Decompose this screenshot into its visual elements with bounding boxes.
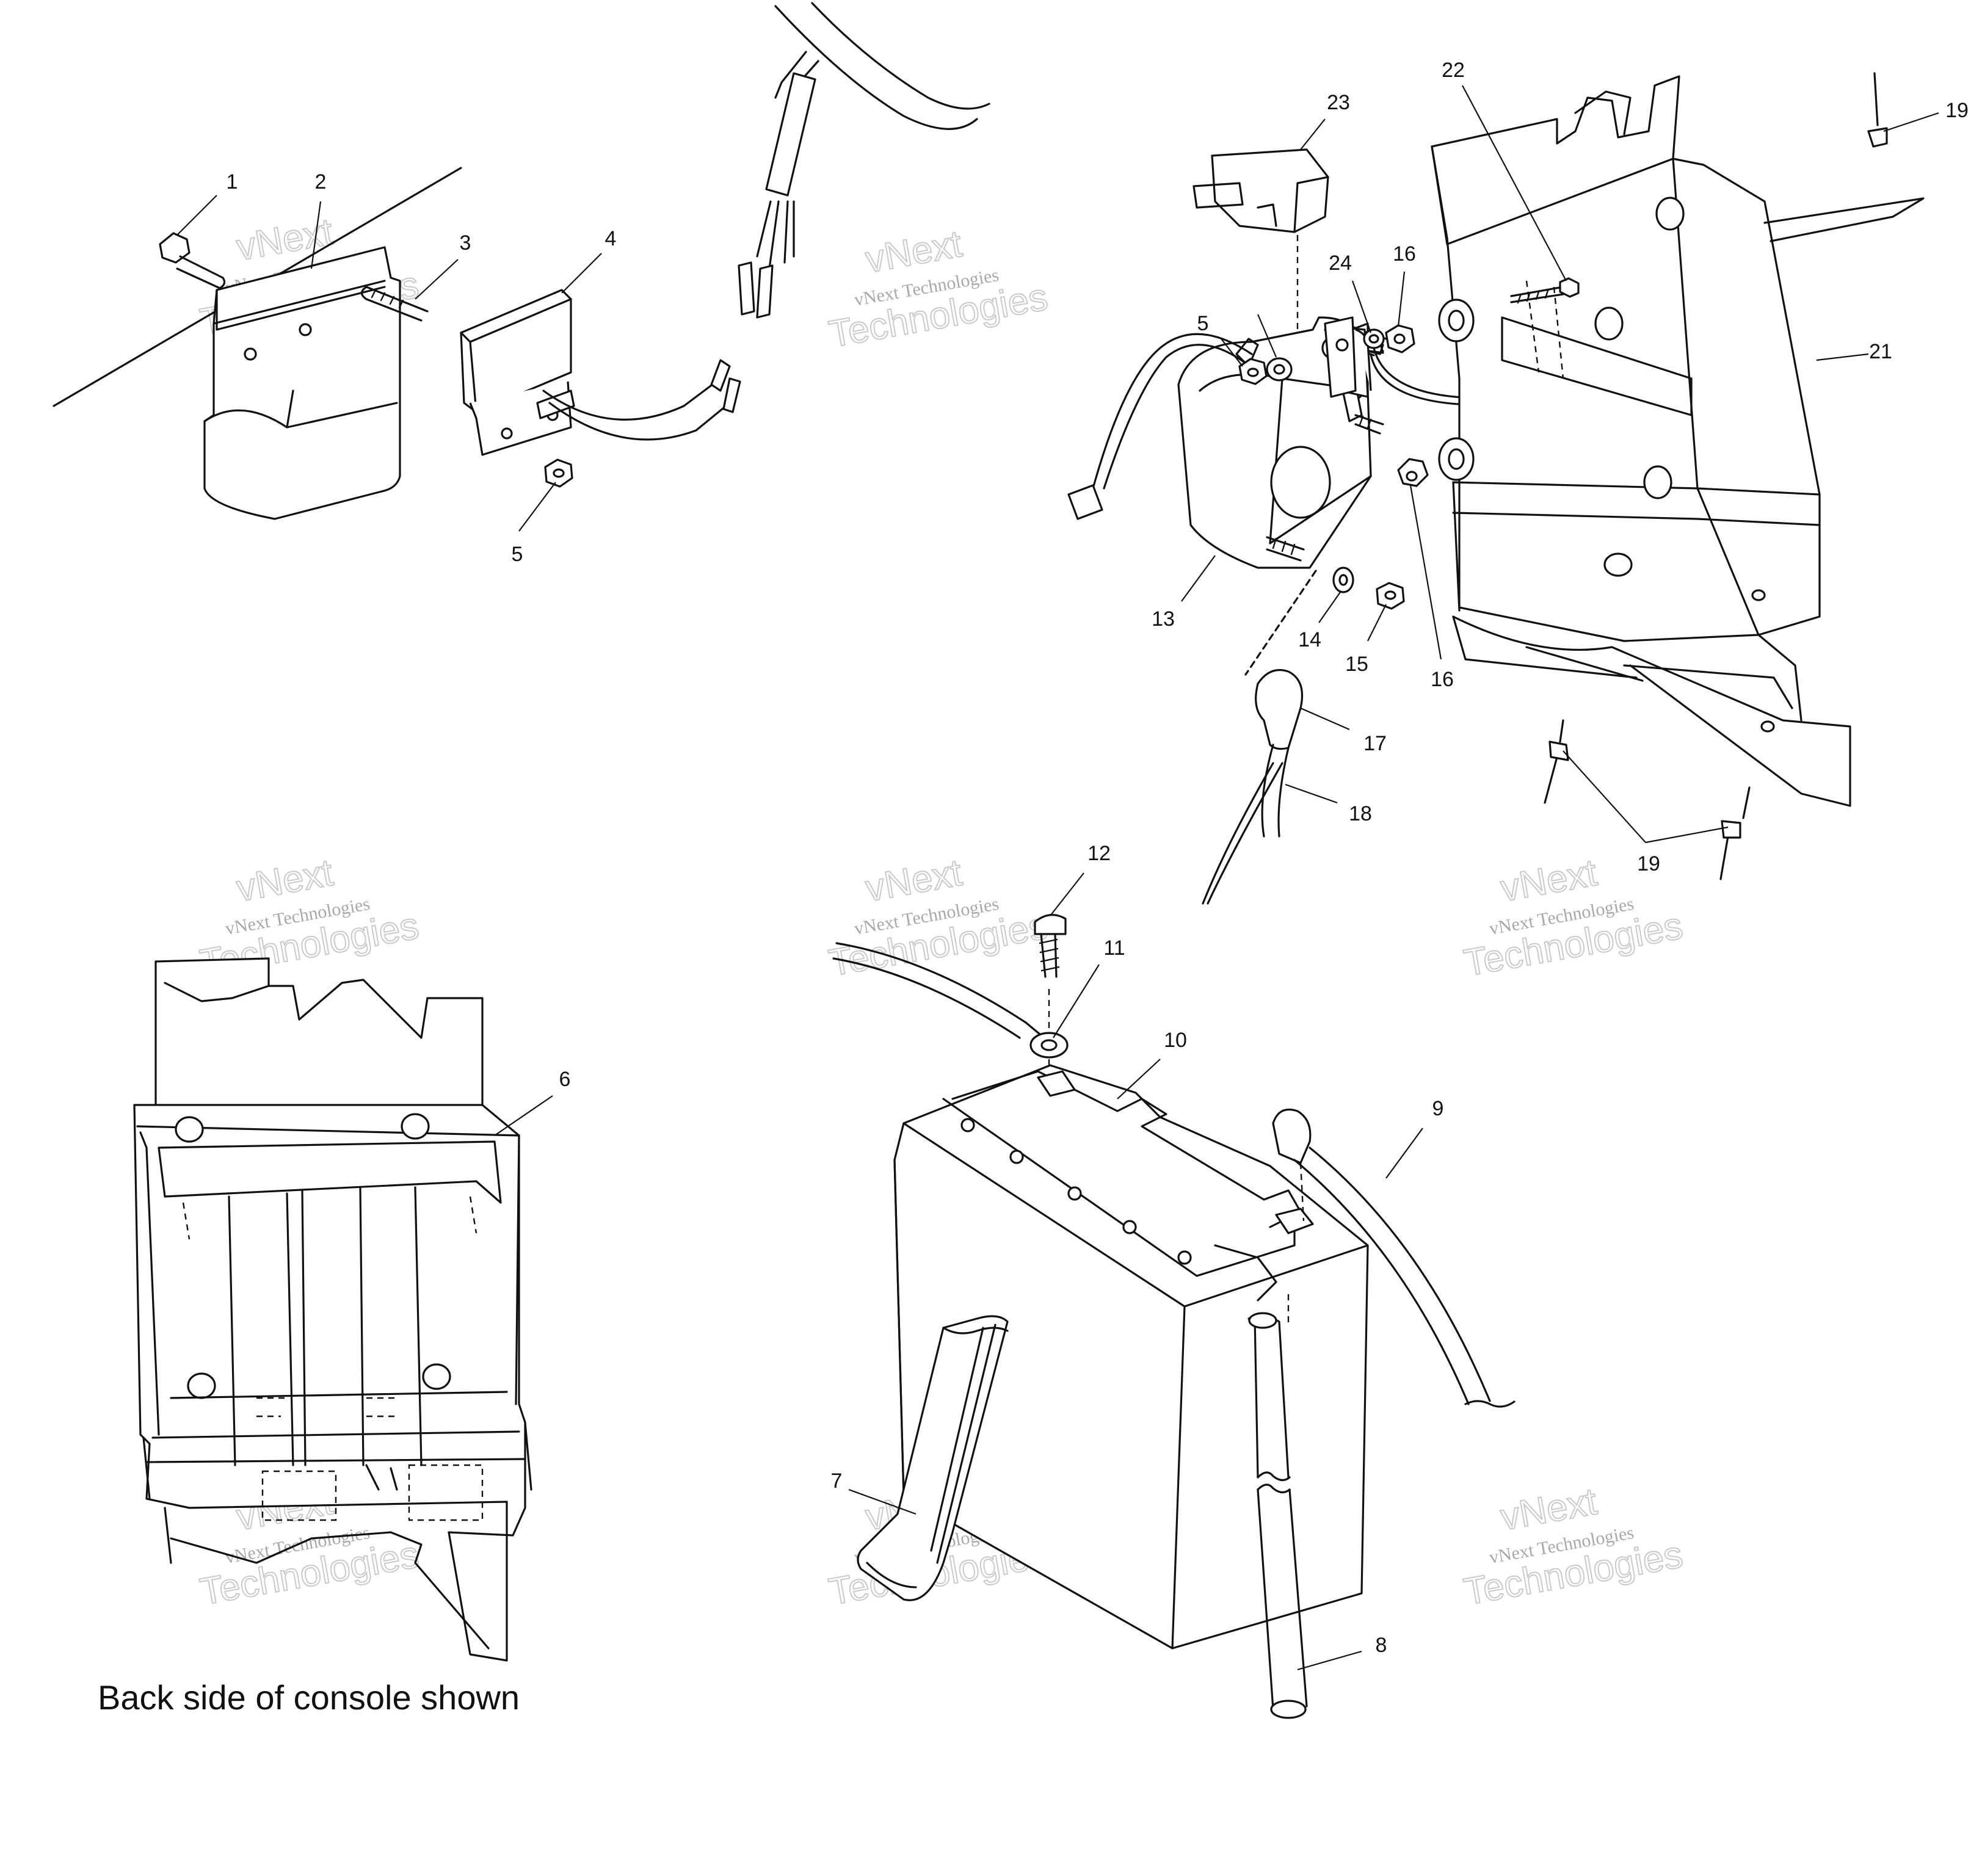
callout-17: 17 [1363, 732, 1387, 755]
callout-15: 15 [1345, 653, 1368, 676]
leader-4 [561, 253, 602, 294]
leader-21 [1462, 85, 1567, 281]
leader-22 [1300, 118, 1326, 150]
callout-11: 11 [1103, 936, 1125, 960]
watermark: vNext vNext Technologies Technologies [826, 222, 1051, 357]
callout-5a: 5 [512, 543, 523, 566]
callout-21: 22 [1442, 59, 1465, 82]
leader-3 [415, 259, 459, 300]
wire-harness [738, 2, 990, 319]
leader-9 [1385, 1128, 1423, 1179]
leader-13 [1181, 555, 1216, 602]
callout-4: 4 [605, 227, 617, 250]
leader-5b [1221, 338, 1243, 367]
nut [544, 458, 573, 488]
leader-12 [1050, 872, 1084, 916]
svg-text:vNext: vNext [233, 852, 336, 910]
callout-14: 14 [1298, 628, 1321, 651]
callout-2: 2 [315, 170, 327, 194]
vent-tube [1247, 1312, 1308, 1719]
callout-19b: 19 [1637, 852, 1660, 875]
svg-text:vNext: vNext [1497, 1480, 1600, 1538]
leader-19b-left [1563, 750, 1646, 843]
leader-8 [1297, 1650, 1362, 1671]
leader-7 [848, 1488, 917, 1515]
star-washer [1363, 328, 1385, 349]
leader-15 [1367, 604, 1387, 642]
assembly-path-cable [1287, 1162, 1305, 1325]
battery-strap [857, 1315, 1009, 1601]
rivet-lower-left [1544, 719, 1569, 804]
leader-20 [1816, 353, 1869, 361]
leader-16b [1409, 485, 1442, 660]
starter-solenoid [1177, 316, 1387, 569]
mounting-stud [360, 286, 429, 322]
callout-1: 1 [227, 170, 238, 194]
voltage-regulator [460, 289, 575, 456]
callout-10: 10 [1164, 1029, 1187, 1052]
terminal-boot [1244, 570, 1317, 750]
solenoid-group: 23 22 19 21 24 16 5 13 14 15 16 17 18 19 [1067, 59, 1969, 905]
caption: Back side of console shown [98, 1678, 520, 1717]
terminal-stud-lower [1266, 536, 1305, 562]
leader-14 [1318, 592, 1341, 623]
leader-2 [310, 201, 322, 269]
console-battery-holder: 6 [133, 957, 571, 1662]
callout-8: 8 [1376, 1634, 1387, 1657]
rivet-lower-right [1719, 786, 1751, 880]
battery [893, 1064, 1369, 1650]
leader-23 [1351, 280, 1372, 333]
svg-text:vNext: vNext [1497, 852, 1600, 910]
battery-box [1431, 75, 1925, 807]
positive-battery-cable [1272, 1108, 1516, 1408]
nut-small [1238, 358, 1268, 385]
battery-group: 12 11 10 9 7 8 [831, 842, 1516, 1719]
positive-cable [1202, 744, 1290, 905]
leader-24 [1257, 314, 1277, 358]
leader-16a [1397, 271, 1406, 327]
regulator-group: 1 2 3 4 5 [53, 2, 990, 566]
leader-17 [1300, 707, 1350, 731]
callout-16b: 16 [1431, 668, 1454, 691]
callout-22: 23 [1327, 91, 1350, 114]
screw-21 [1510, 277, 1580, 304]
leader-5a [518, 482, 556, 532]
callout-16a: 16 [1393, 242, 1416, 266]
callout-12: 12 [1087, 842, 1111, 865]
callout-7: 7 [831, 1469, 843, 1493]
callout-23: 24 [1329, 252, 1352, 275]
svg-text:vNext: vNext [862, 852, 965, 910]
solenoid-cover [1192, 148, 1329, 233]
nut-16-upper [1385, 324, 1415, 353]
rivet-top [1867, 72, 1888, 148]
leader-10 [1117, 1059, 1161, 1099]
bolt [159, 232, 226, 289]
callout-5b: 5 [1197, 312, 1209, 335]
battery-screw [1034, 914, 1067, 978]
callout-20: 21 [1869, 340, 1892, 363]
svg-text:vNext: vNext [233, 211, 336, 269]
regulator-wires [542, 359, 741, 441]
leader-19a [1883, 112, 1939, 132]
callout-18: 18 [1349, 802, 1372, 825]
leader-11 [1053, 964, 1100, 1038]
nut-16-lower [1397, 458, 1429, 487]
callout-19a: 19 [1945, 99, 1969, 122]
callout-9: 9 [1432, 1097, 1444, 1120]
callout-6: 6 [559, 1068, 571, 1091]
leader-19b-right [1645, 826, 1729, 844]
watermark: vNext vNext Technologies Technologies [1461, 1480, 1686, 1614]
svg-text:vNext: vNext [862, 223, 965, 281]
regulator-mounting-bracket [203, 246, 401, 520]
callout-3: 3 [460, 231, 471, 255]
leader-6 [494, 1095, 553, 1136]
callout-13: 13 [1152, 607, 1175, 631]
negative-cable-terminal [832, 942, 1069, 1059]
lock-washer [1266, 357, 1293, 382]
leader-1 [176, 195, 217, 236]
washer-14 [1332, 567, 1354, 593]
nut-15 [1376, 582, 1405, 610]
leader-18 [1285, 783, 1338, 804]
